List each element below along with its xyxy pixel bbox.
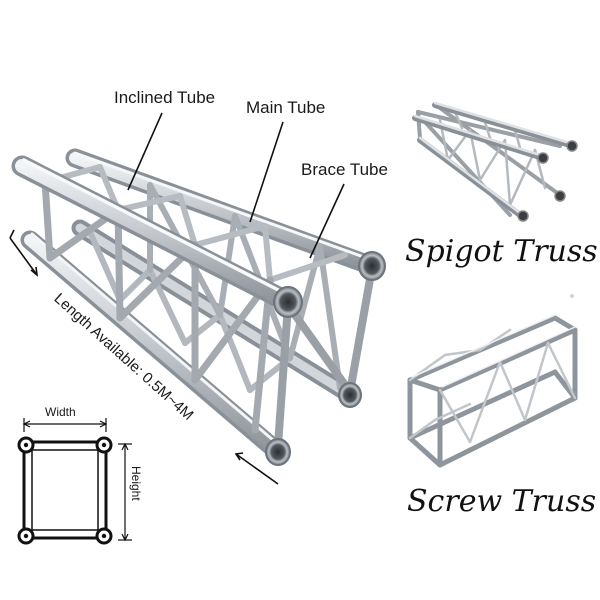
screw-truss-title: Screw Truss [407,484,597,519]
front-top-chord [11,155,299,313]
main-tube-label: Main Tube [246,98,326,117]
top-face-braces [42,164,348,283]
width-label: Width [45,405,76,419]
inclined-tube-label: Inclined Tube [114,88,216,107]
tube-ends [265,251,386,466]
spigot-truss-image [412,101,578,222]
spigot-truss-title: Spigot Truss [405,234,598,269]
length-arrows [9,229,279,485]
end-braces [274,264,376,449]
width-dimension [22,418,108,432]
front-bottom-chord [20,230,288,462]
main-truss [11,148,386,466]
brace-tube-label: Brace Tube [301,160,388,179]
height-label: Height [129,466,143,501]
cross-section [17,418,132,545]
height-dimension [118,442,132,542]
callout-leaders [127,112,345,259]
screw-truss-image [407,314,578,468]
marker-dot [570,294,574,298]
section-tubes [17,436,113,545]
